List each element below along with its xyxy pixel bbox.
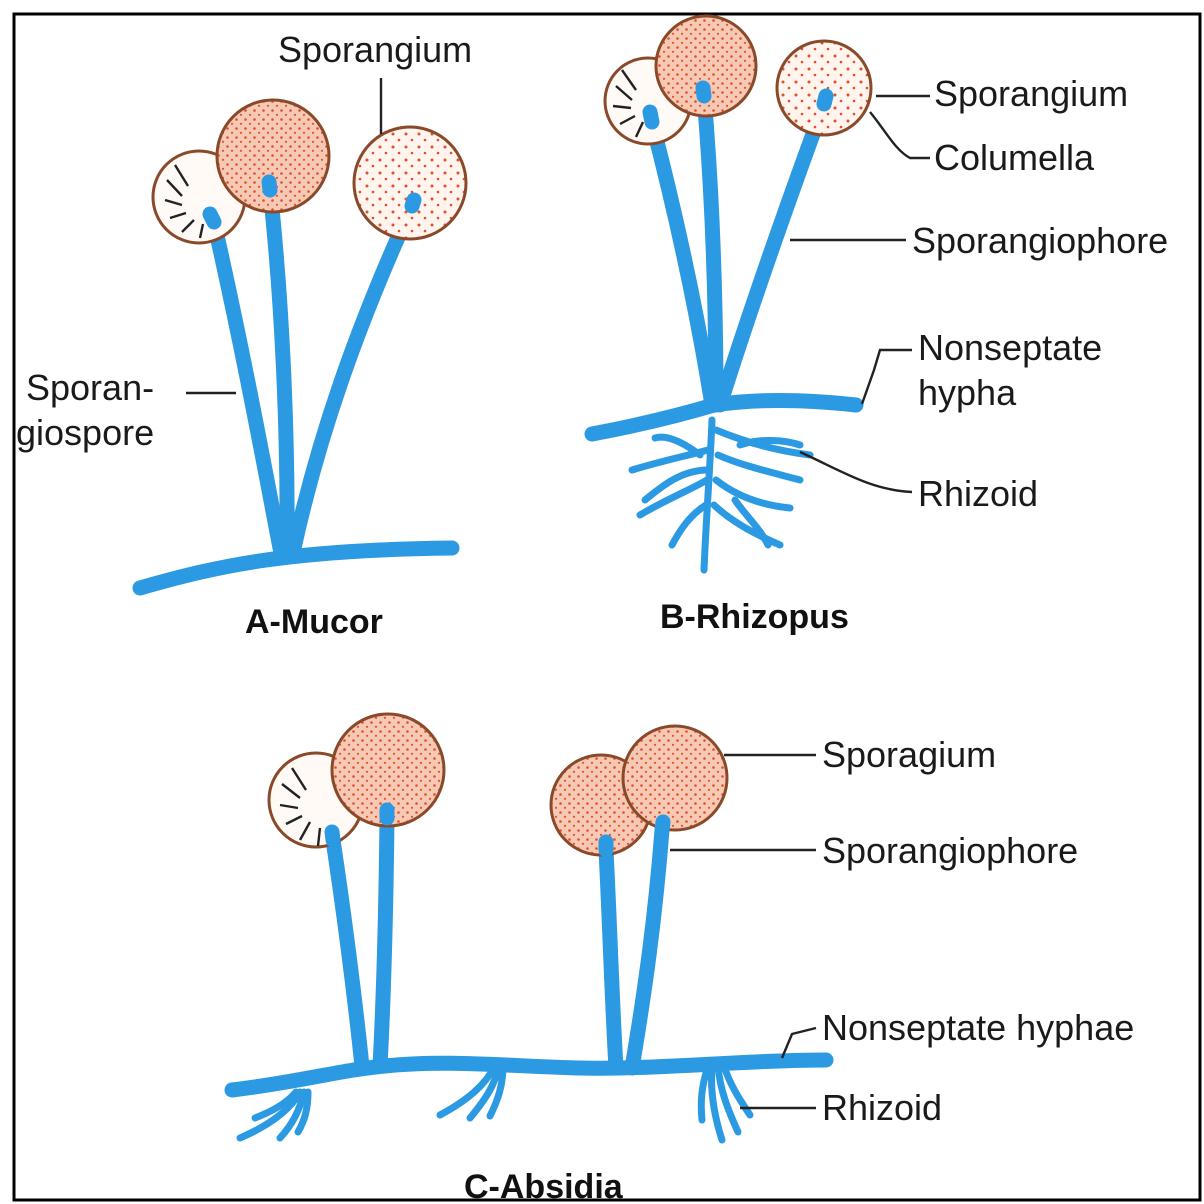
- rhizopus-columella-leader: [870, 112, 930, 158]
- rhizopus-caption: B-Rhizopus: [660, 598, 849, 636]
- absidia-sporangiophore-2: [380, 818, 387, 1066]
- absidia-rhizoid-3: [701, 1066, 750, 1140]
- rhizopus-stolon-left: [592, 405, 714, 434]
- absidia-rhizoid-label: Rhizoid: [822, 1087, 942, 1128]
- absidia-panel: Sporagium Sporangiophore Nonseptate hyph…: [232, 714, 1134, 1204]
- rhizopus-rhizoid-label: Rhizoid: [918, 473, 1038, 514]
- rhizopus-stolon-right: [714, 400, 856, 405]
- mucor-sporangium-right: [354, 127, 466, 239]
- mucor-sporangium-label: Sporangium: [278, 29, 472, 70]
- absidia-caption: C-Absidia: [464, 1168, 624, 1204]
- absidia-sporangiophore-4: [632, 830, 662, 1068]
- rhizopus-rhizoid-leader: [800, 452, 912, 492]
- rhizopus-hypha-label-line2: hypha: [918, 372, 1017, 413]
- rhizopus-hypha-leader: [862, 350, 912, 404]
- rhizopus-panel: Sporangium Columella Sporangiophore Nons…: [592, 16, 1168, 636]
- rhizopus-sporangium-label: Sporangium: [934, 73, 1128, 114]
- rhizopus-sporangium-right: [777, 41, 871, 135]
- absidia-rhizoid-2: [440, 1066, 503, 1118]
- absidia-hyphae-label: Nonseptate hyphae: [822, 1007, 1134, 1048]
- rhizopus-columella-label: Columella: [934, 137, 1095, 178]
- absidia-sporangium-label: Sporagium: [822, 734, 996, 775]
- absidia-rhizoid-1: [240, 1092, 308, 1138]
- rhizopus-rhizoids: [632, 420, 810, 570]
- mucor-panel: Sporangium Sporan- giospore A-Mucor: [16, 29, 472, 641]
- mucor-sporangiophore-right: [294, 206, 412, 548]
- mucor-sporangiospore-label-line1: Sporan-: [26, 367, 154, 408]
- rhizopus-hypha-label-line1: Nonseptate: [918, 327, 1102, 368]
- absidia-sporangium-4: [623, 726, 727, 830]
- absidia-sporangiophore-3: [606, 850, 616, 1068]
- mucor-caption: A-Mucor: [245, 603, 383, 641]
- mucor-sporangiospore-label-line2: giospore: [16, 412, 154, 453]
- rhizopus-sporangiophore-label: Sporangiophore: [912, 220, 1168, 261]
- rhizopus-sporangiophore-right: [720, 104, 824, 405]
- absidia-sporangiophore-1: [333, 840, 362, 1066]
- absidia-sporangiophore-label: Sporangiophore: [822, 830, 1078, 871]
- absidia-stolon: [232, 1060, 826, 1090]
